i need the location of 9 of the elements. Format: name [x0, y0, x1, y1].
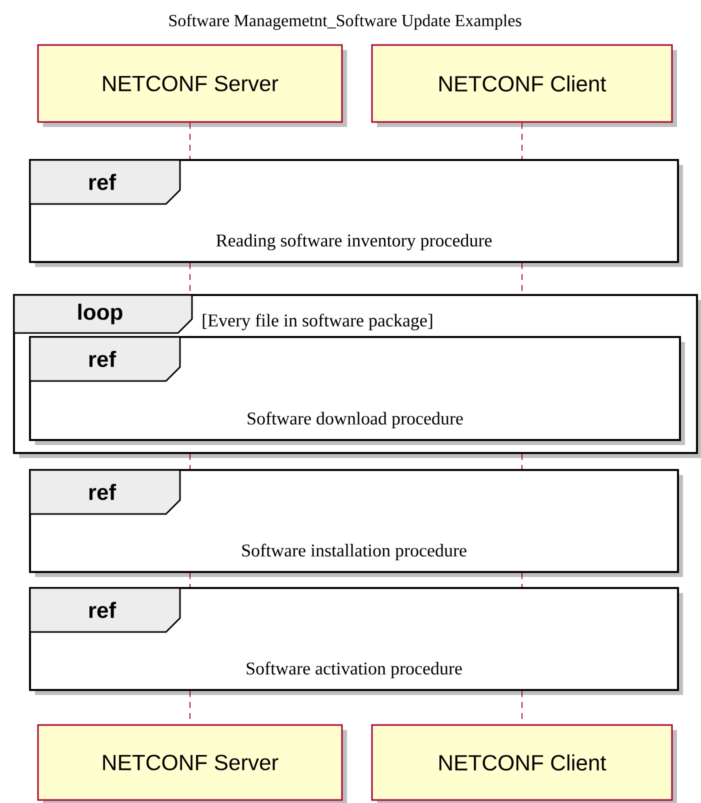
ref-frame: ref Software download procedure	[29, 336, 685, 445]
diagram-title: Software Managemetnt_Software Update Examples	[169, 14, 522, 30]
participant-box: NETCONF Server	[37, 44, 347, 127]
ref-frame: ref Software installation procedure	[29, 469, 683, 577]
participant-box: NETCONF Server	[37, 724, 347, 803]
participant-box: NETCONF Client	[371, 44, 677, 127]
participant-box: NETCONF Client	[371, 724, 677, 803]
ref-frame: ref Reading software inventory procedure	[29, 159, 683, 267]
ref-frame: ref Software activation procedure	[29, 587, 683, 695]
